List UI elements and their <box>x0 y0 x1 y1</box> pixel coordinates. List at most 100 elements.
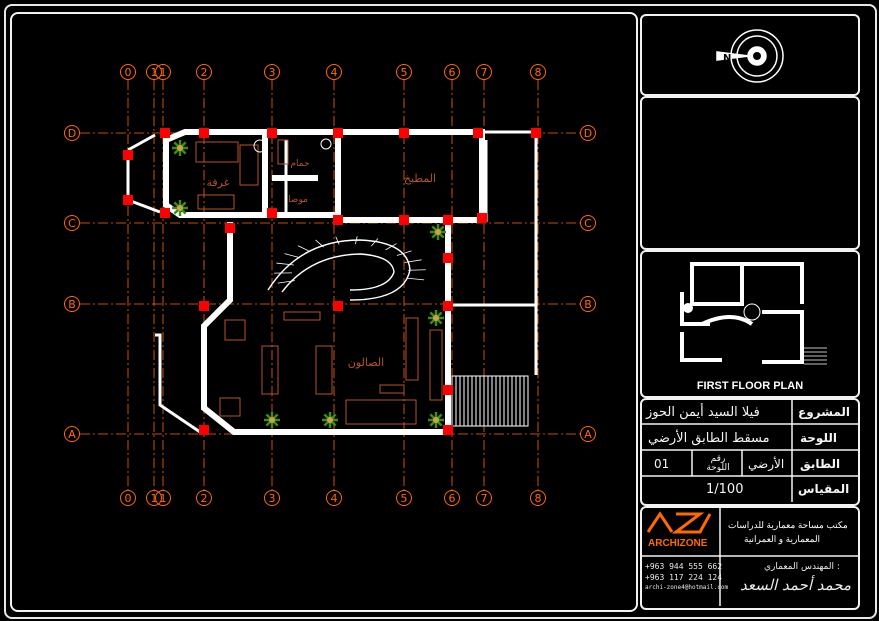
grid-bubble <box>580 215 596 231</box>
furniture-item <box>219 397 241 417</box>
furniture-item <box>345 399 417 425</box>
grid-bubble <box>580 296 596 312</box>
room-label-bathroom: حمام <box>290 159 309 169</box>
grid-row-label: C <box>584 217 592 230</box>
plant-icon <box>428 412 444 428</box>
plant-icon <box>172 200 188 216</box>
plant-icon <box>172 140 188 156</box>
structural-columns <box>123 128 541 435</box>
exterior-stair <box>451 375 529 427</box>
wall-kitchen <box>338 129 485 223</box>
project-label: المشروع <box>798 405 850 419</box>
north-arrow-icon: N <box>716 29 784 83</box>
furniture-item <box>277 139 289 165</box>
grid-bubble <box>396 490 412 506</box>
column-marker <box>443 425 453 435</box>
grid-column-label: 1 <box>160 66 167 79</box>
wall-bath <box>265 129 341 218</box>
column-marker <box>443 215 453 225</box>
sheet-number-value: 01 <box>654 457 670 471</box>
exterior-stair-outline <box>451 375 529 427</box>
grid-row-label: B <box>68 298 76 311</box>
room-label-kitchen: المطبخ <box>404 172 436 185</box>
column-marker <box>333 128 343 138</box>
north-arrow-panel: N <box>640 14 860 96</box>
furniture-item <box>239 144 259 186</box>
blank-panel <box>640 96 860 250</box>
grid-row-label: A <box>68 428 76 441</box>
column-marker <box>473 128 483 138</box>
scale-label: المقياس <box>798 482 850 496</box>
furniture <box>195 138 443 425</box>
grid-row-label: B <box>584 298 592 311</box>
grid-column-label: 6 <box>449 66 456 79</box>
grid-bubble <box>64 296 80 312</box>
grid-bubble <box>64 215 80 231</box>
stair-tread <box>276 262 294 266</box>
stair-tread <box>407 269 426 271</box>
grid-column-label: 5 <box>401 492 408 505</box>
key-plan-panel: FIRST FLOOR PLAN <box>640 250 860 398</box>
grid-bubble <box>196 490 212 506</box>
grid-row-label: A <box>584 428 592 441</box>
grid-column-label: 4 <box>331 492 338 505</box>
column-marker <box>443 385 453 395</box>
grid-column-label: 3 <box>269 492 276 505</box>
column-marker <box>123 195 133 205</box>
grid-bubble <box>146 64 162 80</box>
grid-column-label: 7 <box>481 492 488 505</box>
grid-column-label: 8 <box>535 492 542 505</box>
furniture-item <box>315 345 333 395</box>
grid-bubble <box>64 426 80 442</box>
grid-column-label: 5 <box>401 66 408 79</box>
grid-bubble <box>120 64 136 80</box>
furniture-item <box>283 311 321 321</box>
column-marker <box>333 301 343 311</box>
grid-column-label: 0 <box>125 492 132 505</box>
stair-tread <box>335 236 340 245</box>
grid-bubble <box>120 490 136 506</box>
furniture-item <box>405 317 419 381</box>
plants <box>172 140 446 428</box>
plant-icon <box>264 412 280 428</box>
column-marker <box>199 128 209 138</box>
grid-bubble <box>530 64 546 80</box>
room-label-bedroom: غرفة <box>207 176 230 189</box>
curved-staircase <box>267 239 411 301</box>
grid-column-label: 2 <box>201 66 208 79</box>
scale-value: 1/100 <box>706 482 744 497</box>
column-marker <box>160 208 170 218</box>
stair-tread <box>277 280 295 284</box>
plant-icon <box>322 412 338 428</box>
stair-tread <box>315 239 324 248</box>
grid-column-label: 1 <box>151 66 158 79</box>
sheet-label: اللوحة <box>800 431 837 445</box>
furniture-item <box>195 141 239 163</box>
furniture-item <box>379 384 405 394</box>
drawing-area <box>10 12 638 612</box>
office-name-line1: مكتب مساحة معمارية للدراسات <box>728 520 848 530</box>
grid-column-label: 6 <box>449 492 456 505</box>
sheet-number-label: رقم اللوحة <box>706 454 730 473</box>
grid-bubble <box>530 490 546 506</box>
furniture-item <box>429 329 443 401</box>
floor-value: الأرضي <box>748 457 785 471</box>
sheet-value: مسقط الطابق الأرضي <box>648 431 770 446</box>
column-marker <box>267 128 277 138</box>
office-email: archi-zone4@hotmail.com <box>645 584 729 591</box>
stair-tread <box>284 253 301 259</box>
room-label-hall: الصالون <box>348 356 384 369</box>
grid-bubble <box>146 490 162 506</box>
grid-bubble <box>326 64 342 80</box>
wall-bedroom <box>163 129 268 218</box>
grid-bubble <box>444 64 460 80</box>
column-marker <box>399 215 409 225</box>
column-marker <box>225 223 235 233</box>
column-marker <box>199 425 209 435</box>
plant-icon <box>430 224 446 240</box>
grid-column-label: 4 <box>331 66 338 79</box>
stair-tread <box>297 245 311 252</box>
column-marker <box>531 128 541 138</box>
office-name-line2: المعمارية و العمرانية <box>744 534 821 544</box>
title-block-table <box>640 398 860 506</box>
